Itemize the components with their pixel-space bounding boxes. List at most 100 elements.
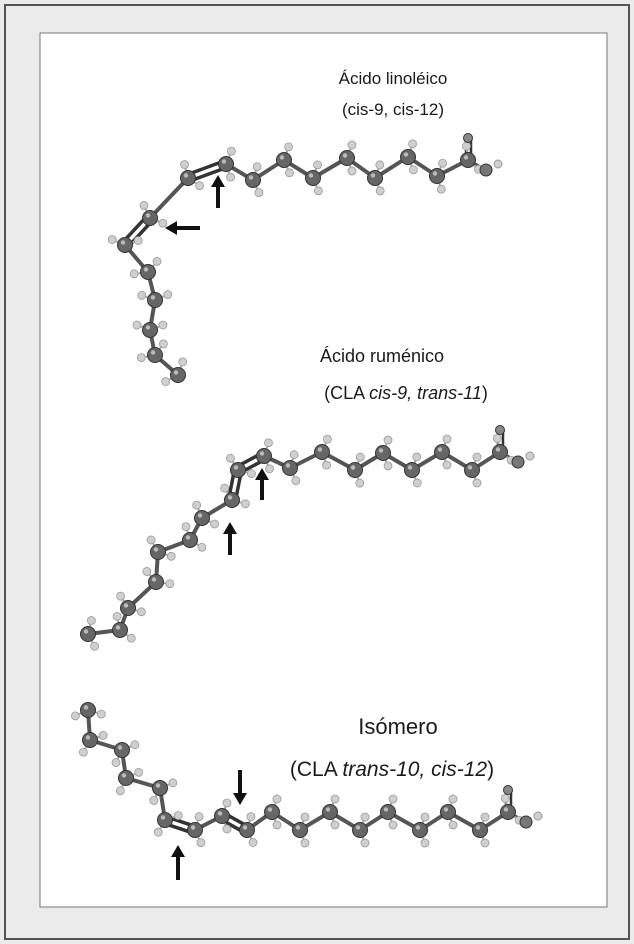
hydrogen-atom [525, 451, 535, 461]
hydrogen-atom [222, 824, 232, 834]
oxygen-atom [511, 455, 525, 469]
carbon-atom [142, 322, 158, 338]
hydrogen-atom [360, 812, 370, 822]
carbon-atom [170, 367, 186, 383]
atom-highlight [242, 825, 248, 830]
hydrogen-atom [136, 607, 146, 617]
atom-highlight [155, 783, 161, 788]
hydrogen-atom [115, 786, 125, 796]
indicator-arrow-head [233, 793, 247, 805]
carbon-atom [80, 626, 96, 642]
atom-highlight [117, 745, 123, 750]
carbon-layer [117, 133, 493, 383]
hydrogen-atom [240, 499, 250, 509]
hydrogen-atom [210, 519, 219, 529]
carbon-atom [322, 804, 338, 820]
carbon-atom [230, 462, 246, 478]
hydrogen-atom [313, 160, 322, 170]
atom-highlight [85, 735, 91, 740]
molecule-2-isomer-label: (CLA cis-9, trans-11) [324, 383, 488, 403]
atom-highlight [120, 240, 126, 245]
hydrogen-atom [133, 236, 143, 245]
hydrogen-atom [247, 469, 256, 479]
hydrogen-atom [420, 812, 430, 822]
hydrogen-atom [226, 453, 235, 463]
carbon-atom [140, 264, 156, 280]
hydrogen-atom [161, 377, 171, 386]
hydrogen-atom [322, 460, 331, 470]
hydrogen-atom [355, 452, 365, 462]
carbon-atom [264, 804, 280, 820]
hydrogen-atom [383, 435, 393, 445]
atom-highlight [151, 577, 157, 582]
carbon-atom [120, 600, 136, 616]
hydrogen-atom [129, 269, 139, 279]
hydrogen-atom [132, 320, 142, 330]
hydrogen-atom [180, 160, 189, 169]
atom-highlight [443, 807, 449, 812]
carbon-atom [375, 445, 391, 461]
atom-highlight [350, 465, 356, 470]
oxygen-atom [479, 163, 493, 177]
carbon-atom [214, 808, 230, 824]
hydrogen-atom [149, 796, 159, 805]
atom-highlight [121, 773, 127, 778]
hydrogen-atom [226, 172, 235, 182]
molecule-trans10-cis12-isomer-model [70, 702, 543, 880]
molecule-2-name: Ácido ruménico [320, 346, 444, 366]
hydrogen-atom [116, 591, 125, 601]
hydrogen-atom [289, 450, 299, 460]
hydrogen-atom [330, 820, 340, 830]
atom-highlight [308, 173, 314, 178]
carbon-atom [492, 444, 508, 460]
hydrogen-atom [142, 567, 152, 576]
hydrogen-atom [173, 811, 183, 820]
carbon-atom [367, 170, 383, 186]
carbon-atom [292, 822, 308, 838]
atom-highlight [403, 152, 409, 157]
atom-highlight [503, 807, 509, 812]
hydrogen-atom [165, 579, 175, 589]
hydrogen-atom [107, 235, 117, 244]
hydrogen-atom [347, 166, 357, 176]
carbon-atom [239, 822, 255, 838]
single-bond [148, 176, 190, 220]
hydrogen-atom [90, 641, 99, 651]
carbon-atom [276, 152, 292, 168]
indicator-arrow-head [165, 221, 177, 235]
carbon-atom [245, 172, 261, 188]
indicator-arrow-head [255, 468, 269, 480]
hydrogen-atom [112, 611, 122, 621]
hydrogen-atom [181, 522, 191, 532]
atom-highlight [83, 629, 89, 634]
atom-highlight [123, 603, 129, 608]
hydrogen-atom [436, 184, 446, 194]
carbon-atom [147, 347, 163, 363]
arrow-layer [171, 770, 247, 880]
atom-highlight [143, 267, 149, 272]
carbon-atom [412, 822, 428, 838]
hydrogen-atom [226, 146, 236, 156]
hydrogen-atom [375, 160, 385, 170]
hydrogen-atom [246, 812, 256, 822]
carbon-atom [434, 444, 450, 460]
carbon-atom [114, 742, 130, 758]
hydrogen-atom [222, 798, 232, 808]
hydrogen-atom [388, 794, 398, 804]
atom-highlight [342, 153, 348, 158]
carbon-atom [152, 780, 168, 796]
atom-highlight [183, 173, 189, 178]
carbon-atom [464, 462, 480, 478]
hydrogen-atom [166, 551, 176, 561]
hydrogen-atom [265, 464, 274, 474]
atom-highlight [267, 807, 273, 812]
carbon-atom [440, 804, 456, 820]
carbon-atom [400, 149, 416, 165]
hydrogen-atom [448, 820, 458, 830]
carbon-atom [282, 460, 298, 476]
hydrogen-atom [252, 162, 262, 172]
molecule-1-name: Ácido linoléico [339, 69, 448, 88]
hydrogen-atom [472, 452, 482, 462]
hydrogen-atom [448, 794, 458, 804]
